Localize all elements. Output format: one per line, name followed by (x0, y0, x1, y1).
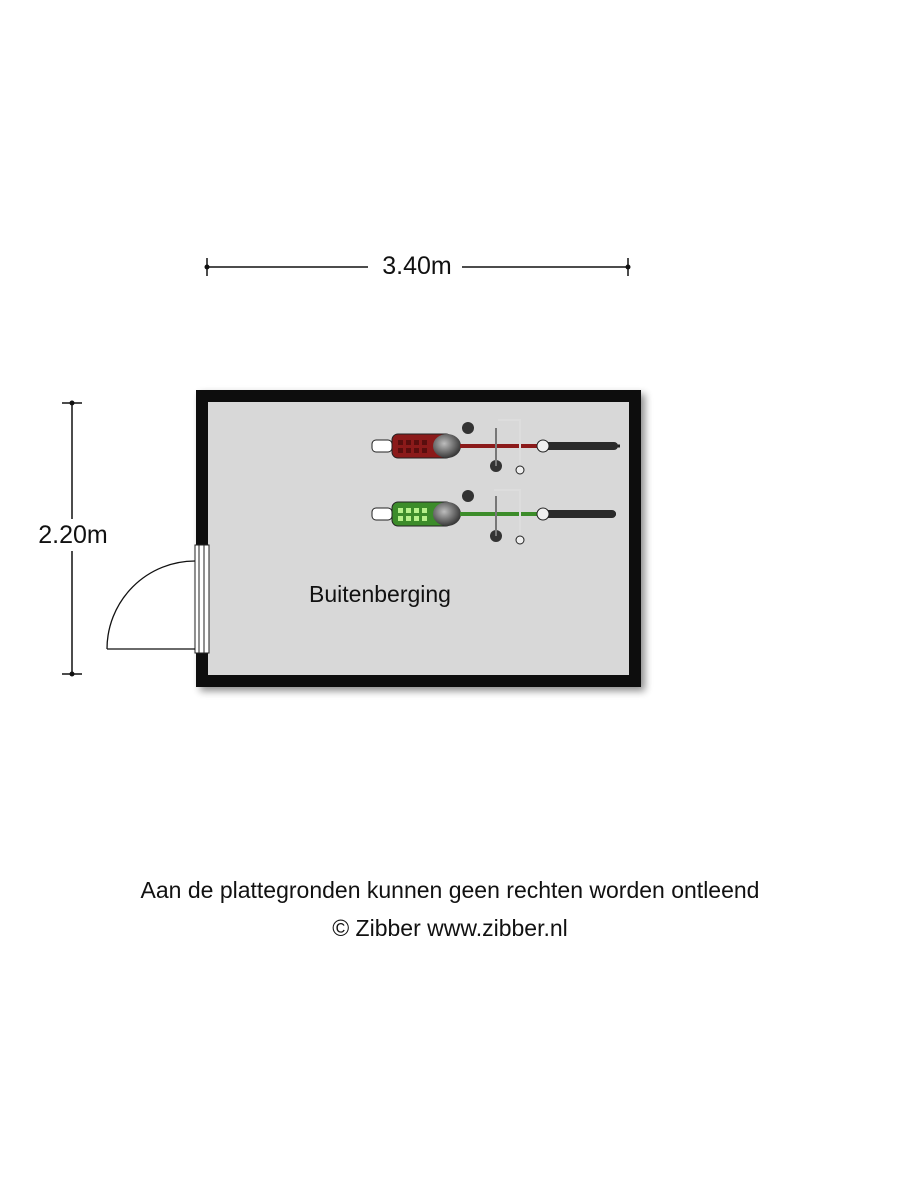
height-dimension-label: 2.20m (38, 521, 107, 549)
bicycle-green-icon (371, 489, 616, 545)
door (106, 544, 210, 654)
disclaimer-text: Aan de plattegronden kunnen geen rechten… (140, 877, 760, 903)
room-label: Buitenberging (309, 581, 451, 607)
copyright-text: © Zibber www.zibber.nl (332, 915, 568, 941)
width-dimension: 3.40m (204, 252, 631, 280)
height-dimension: 2.20m (30, 400, 116, 677)
width-dimension-label: 3.40m (382, 252, 451, 280)
bicycle-red-icon (371, 419, 620, 475)
